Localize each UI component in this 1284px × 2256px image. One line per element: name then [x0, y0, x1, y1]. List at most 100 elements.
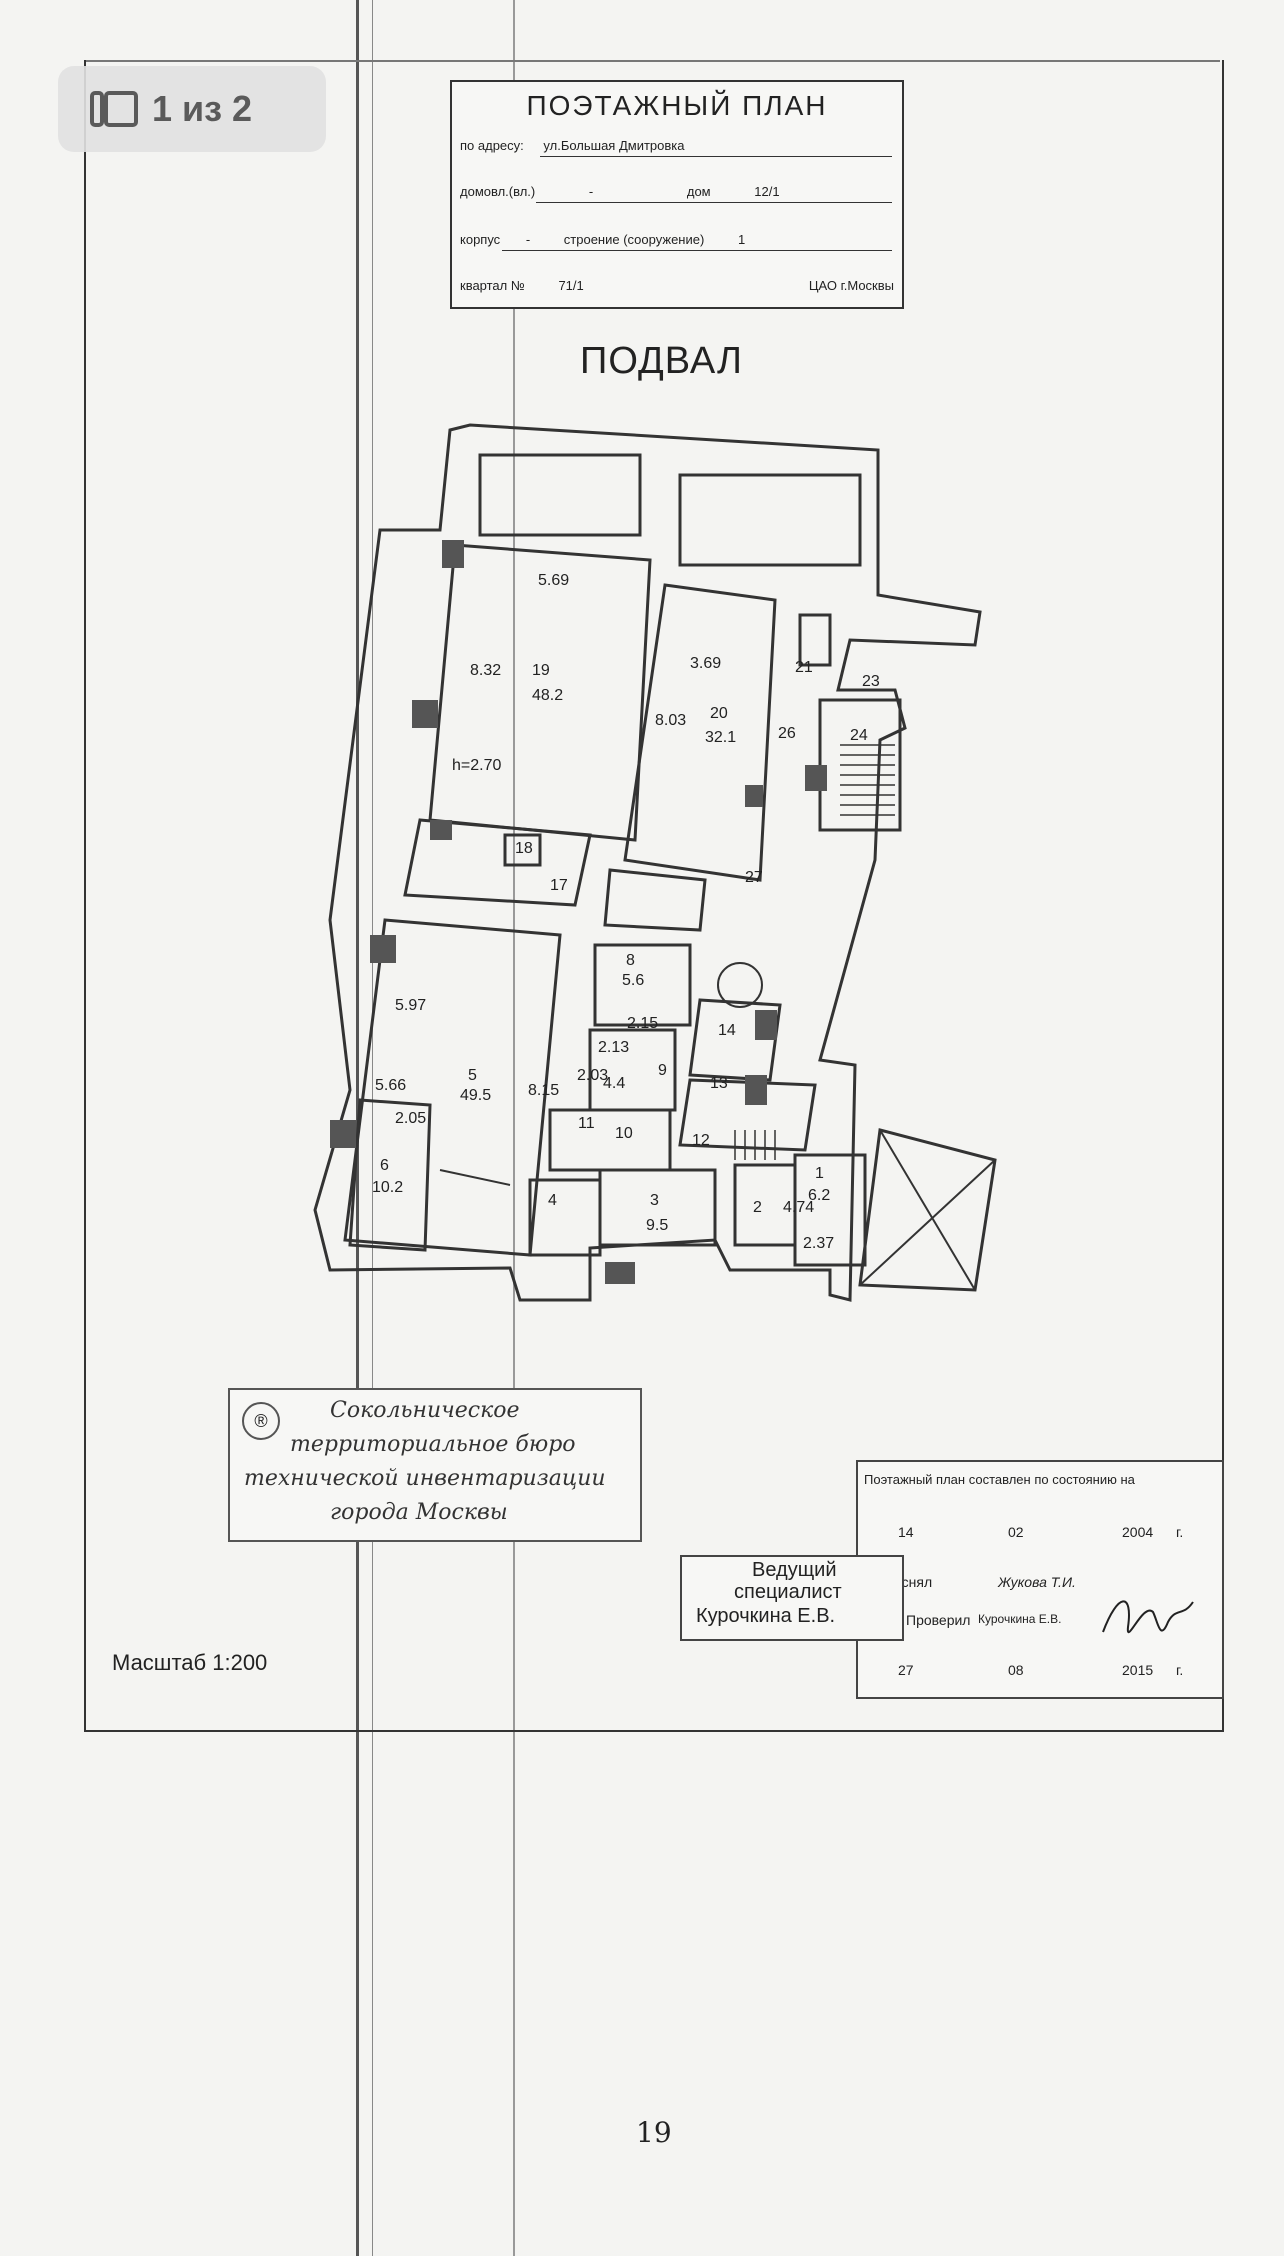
page-number: 19: [636, 2116, 672, 2149]
room-label: 5.69: [538, 572, 569, 589]
room-label: 32.1: [705, 729, 736, 746]
room-label: 6: [380, 1157, 389, 1174]
room-label: 2.13: [598, 1039, 629, 1056]
room-label: 4.4: [603, 1075, 625, 1092]
room-label: 13: [710, 1075, 728, 1092]
checked-by-label: Проверил: [906, 1612, 971, 1628]
specialist-line: Ведущий: [752, 1559, 837, 1581]
room-label: 21: [795, 659, 813, 676]
survey-info-box: Поэтажный план составлен по состоянию на…: [856, 1460, 1224, 1699]
room-label: 10: [615, 1125, 633, 1142]
title-block: ПОЭТАЖНЫЙ ПЛАН по адресу: ул.Большая Дми…: [450, 80, 904, 309]
survey-state-label: Поэтажный план составлен по состоянию на: [864, 1472, 1135, 1487]
room-label: 3: [650, 1192, 659, 1209]
room-label: 5.66: [375, 1077, 406, 1094]
gallery-counter-text: 1 из 2: [152, 88, 253, 129]
gallery-pages-icon: [90, 91, 138, 127]
bti-logo-icon: ®: [242, 1402, 280, 1440]
scan-line: [513, 0, 515, 2256]
specialist-stamp: Ведущий специалист Курочкина Е.В.: [680, 1555, 904, 1641]
room-label: 23: [862, 673, 880, 690]
floor-plan-drawing: 5.69 19 48.2 8.32 h=2.70 3.69 20 32.1 8.…: [313, 423, 997, 1302]
room-label: 18: [515, 840, 533, 857]
address-row: по адресу: ул.Большая Дмитровка: [460, 138, 894, 153]
check-year: 2015: [1122, 1662, 1154, 1678]
survey-year: 2004: [1122, 1524, 1154, 1540]
room-label: 5: [468, 1067, 477, 1084]
dom-value: 12/1: [754, 184, 780, 199]
domovl-label: домовл.(вл.): [460, 184, 536, 199]
stroenie-value: 1: [737, 232, 746, 247]
kvartal-value: 71/1: [558, 278, 584, 293]
room-label: 2: [753, 1199, 762, 1216]
check-day: 27: [898, 1662, 914, 1678]
stamp-line: города Москвы: [330, 1500, 508, 1525]
document-frame: [84, 60, 1224, 1732]
specialist-line: Курочкина Е.В.: [696, 1605, 836, 1627]
room-label: 4.74: [783, 1199, 814, 1216]
room-label: 19: [532, 662, 550, 679]
room-label: 8.32: [470, 662, 501, 679]
room-label: 14: [718, 1022, 736, 1039]
spiral-stair-icon: [717, 962, 763, 1008]
dom-label: дом: [686, 184, 711, 199]
room-label: 9: [658, 1062, 667, 1079]
underline: [502, 250, 892, 251]
room-label: 17: [550, 877, 568, 894]
underline: [536, 202, 892, 203]
korpus-row: корпус - строение (сооружение) 1: [460, 232, 894, 247]
underline: [540, 156, 892, 157]
domovl-value: -: [588, 184, 594, 199]
korpus-label: корпус: [460, 232, 501, 247]
stamp-line: технической инвентаризации: [244, 1466, 606, 1491]
surveyed-by-value: Жукова Т.И.: [998, 1574, 1076, 1590]
room-label: 8.15: [528, 1082, 559, 1099]
kvartal-label: квартал №: [460, 278, 525, 293]
stroenie-label: строение (сооружение): [563, 232, 705, 247]
room-label: 6.2: [808, 1187, 830, 1204]
room-label: 4: [548, 1192, 557, 1209]
room-label: 24: [850, 727, 868, 744]
survey-month: 02: [1008, 1524, 1024, 1540]
room-label: 9.5: [646, 1217, 668, 1234]
scan-line: [372, 0, 373, 2256]
room-label: 1: [815, 1165, 824, 1182]
scale-label: Масштаб 1:200: [112, 1650, 268, 1675]
room-label: 48.2: [532, 687, 563, 704]
room-label: 2.15: [627, 1015, 658, 1032]
plan-title: ПОЭТАЖНЫЙ ПЛАН: [526, 90, 828, 121]
checked-by-value: Курочкина Е.В.: [978, 1612, 1062, 1626]
room-label: 3.69: [690, 655, 721, 672]
room-label: 8: [626, 952, 635, 969]
stamp-line: Сокольническое: [330, 1398, 520, 1423]
bti-stamp: ® Сокольническое территориальное бюро те…: [228, 1388, 642, 1542]
survey-year-suffix: г.: [1176, 1524, 1184, 1540]
document-frame-top: [84, 60, 1220, 62]
specialist-line: специалист: [734, 1581, 842, 1603]
room-label: 26: [778, 725, 796, 742]
room-label: 27: [745, 869, 763, 886]
address-label: по адресу:: [460, 138, 524, 153]
korpus-value: -: [525, 232, 531, 247]
stamp-line: территориальное бюро: [290, 1432, 576, 1457]
district: ЦАО г.Москвы: [808, 278, 894, 293]
survey-day: 14: [898, 1524, 914, 1540]
room-label: 5.97: [395, 997, 426, 1014]
check-month: 08: [1008, 1662, 1024, 1678]
floor-label: ПОДВАЛ: [580, 340, 743, 382]
room-label: 2.37: [803, 1235, 834, 1252]
domovl-row: домовл.(вл.) - дом 12/1: [460, 184, 894, 199]
gallery-counter-badge[interactable]: 1 из 2: [58, 66, 326, 152]
room-label: 20: [710, 705, 728, 722]
room-label: 2.03: [577, 1067, 608, 1084]
room-label: 8.03: [655, 712, 686, 729]
room-label: h=2.70: [452, 757, 501, 774]
room-label: 49.5: [460, 1087, 491, 1104]
signature-icon: [1102, 1600, 1194, 1634]
room-label: 10.2: [372, 1179, 403, 1196]
address-value: ул.Большая Дмитровка: [543, 138, 685, 153]
room-label: 5.6: [622, 972, 644, 989]
room-label: 12: [692, 1132, 710, 1149]
room-label: 11: [578, 1115, 595, 1132]
kvartal-row: квартал № 71/1 ЦАО г.Москвы: [460, 278, 894, 293]
